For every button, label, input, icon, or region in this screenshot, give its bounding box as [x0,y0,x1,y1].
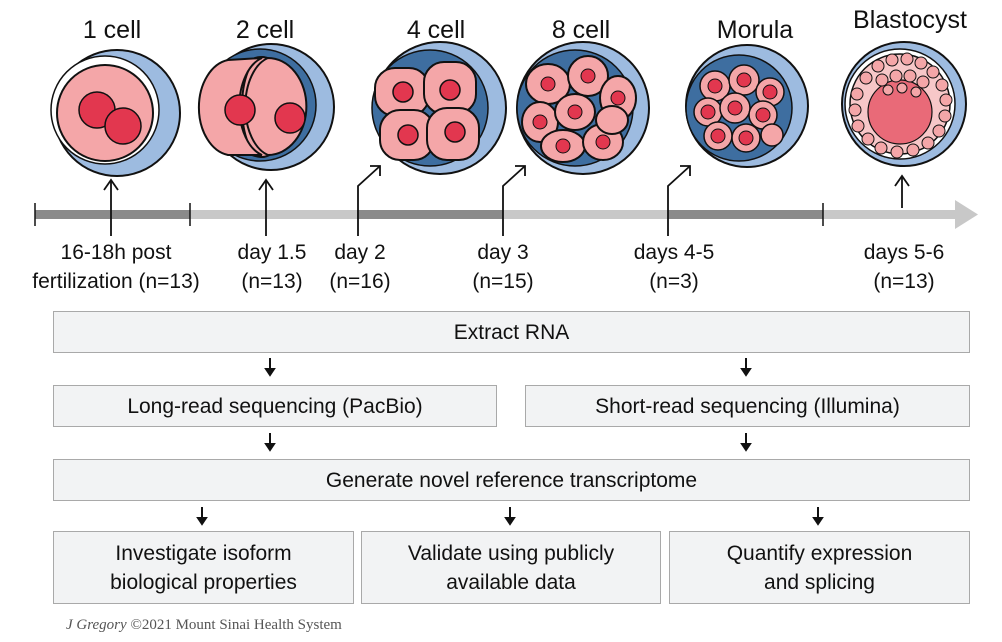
quantify-expression-box: Quantify expression and splicing [669,531,970,604]
timeline-axis [34,200,978,229]
extract-rna-box: Extract RNA [53,311,970,353]
time-label-morula: days 4-5 (n=3) [619,238,729,296]
time-label-blastocyst-line2: (n=13) [873,270,935,293]
time-label-blastocyst: days 5-6 (n=13) [848,238,960,296]
embryo-2-cell [197,43,335,171]
stage-label-morula: Morula [716,16,794,44]
time-label-4-cell-line1: day 2 [334,241,386,264]
embryo-blastocyst [841,41,967,167]
embryo-1-cell [50,49,181,177]
time-label-2-cell-line2: (n=13) [241,270,303,293]
time-label-8-cell: day 3 (n=15) [458,238,548,296]
validate-public-data-box: Validate using publicly available data [361,531,661,604]
validate-public-data-line2: available data [446,570,576,594]
stage-label-1-cell: 1 cell [82,16,142,44]
time-label-2-cell: day 1.5 (n=13) [216,238,328,296]
investigate-isoform-line1: Investigate isoform [115,541,292,565]
stage-label-4-cell: 4 cell [406,16,466,44]
embryo-4-cell [371,41,507,175]
stage-label-2-cell: 2 cell [235,16,295,44]
copyright-credit: J Gregory ©2021 Mount Sinai Health Syste… [66,617,342,634]
time-label-4-cell: day 2 (n=16) [318,238,402,296]
credit-author: J Gregory [66,617,127,633]
workflow-arrows [196,358,824,526]
embryo-morula [685,44,809,168]
time-label-2-cell-line1: day 1.5 [237,241,307,264]
generate-reference-transcriptome-box: Generate novel reference transcriptome [53,459,970,501]
time-label-8-cell-line1: day 3 [477,241,529,264]
time-label-blastocyst-line1: days 5-6 [863,241,945,264]
time-label-morula-line2: (n=3) [649,270,699,293]
stage-label-8-cell: 8 cell [551,16,611,44]
time-label-4-cell-line2: (n=16) [329,270,391,293]
short-read-sequencing-box: Short-read sequencing (Illumina) [525,385,970,427]
time-label-1-cell-line1: 16-18h post [60,241,172,264]
validate-public-data-line1: Validate using publicly [407,541,615,565]
long-read-sequencing-box: Long-read sequencing (PacBio) [53,385,497,427]
time-label-8-cell-line2: (n=15) [472,270,534,293]
investigate-isoform-line2: biological properties [110,570,297,594]
stage-label-blastocyst: Blastocyst [853,6,967,34]
time-label-morula-line1: days 4-5 [633,241,715,264]
credit-rest: ©2021 Mount Sinai Health System [126,617,342,633]
timeline-pointer-arrows [103,165,910,236]
investigate-isoform-box: Investigate isoform biological propertie… [53,531,354,604]
quantify-expression-line2: and splicing [764,570,875,594]
time-label-1-cell: 16-18h post fertilization (n=13) [16,238,216,296]
embryo-8-cell [516,41,650,175]
time-label-1-cell-line2: fertilization (n=13) [32,270,200,293]
quantify-expression-line1: Quantify expression [726,541,913,565]
